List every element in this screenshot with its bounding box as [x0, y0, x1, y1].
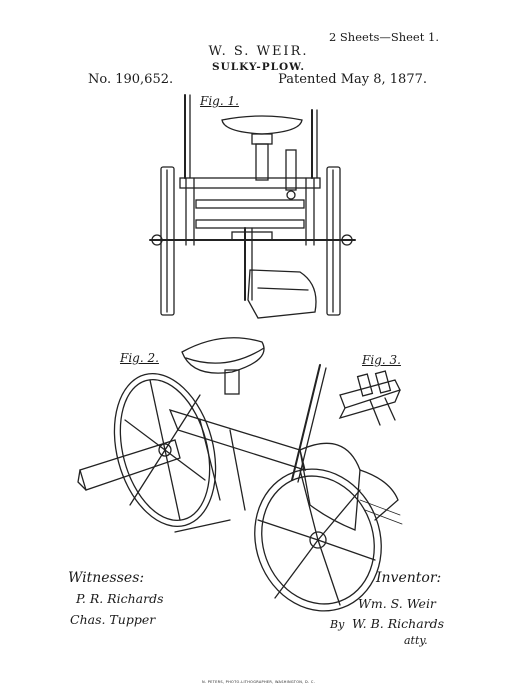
attorney-by: By: [330, 618, 345, 631]
patent-date: Patented May 8, 1877.: [278, 72, 427, 87]
witnesses-label: Witnesses:: [68, 570, 145, 586]
witness-signature-1: P. R. Richards: [76, 591, 164, 606]
fig2-label: Fig. 2.: [120, 351, 159, 365]
sheet-info: 2 Sheets—Sheet 1.: [328, 30, 439, 44]
attorney-title: atty.: [404, 634, 428, 647]
witness-signature-2: Chas. Tupper: [70, 612, 156, 627]
fig2-drawing: [77, 337, 403, 612]
patent-title: SULKY-PLOW.: [211, 61, 305, 73]
attorney-signature: W. B. Richards: [352, 616, 445, 631]
patent-number: No. 190,652.: [88, 72, 174, 87]
inventor-label: Inventor:: [376, 570, 442, 586]
fig3-label: Fig. 3.: [362, 353, 401, 367]
fig1-drawing: [149, 94, 356, 319]
fig3-drawing: [338, 370, 401, 426]
fig1-label: Fig. 1.: [200, 94, 239, 108]
printer-line: N. PETERS, PHOTO-LITHOGRAPHER, WASHINGTO…: [201, 680, 316, 684]
inventor-signature: Wm. S. Weir: [358, 596, 436, 611]
inventor-name: W. S. WEIR.: [208, 44, 309, 59]
